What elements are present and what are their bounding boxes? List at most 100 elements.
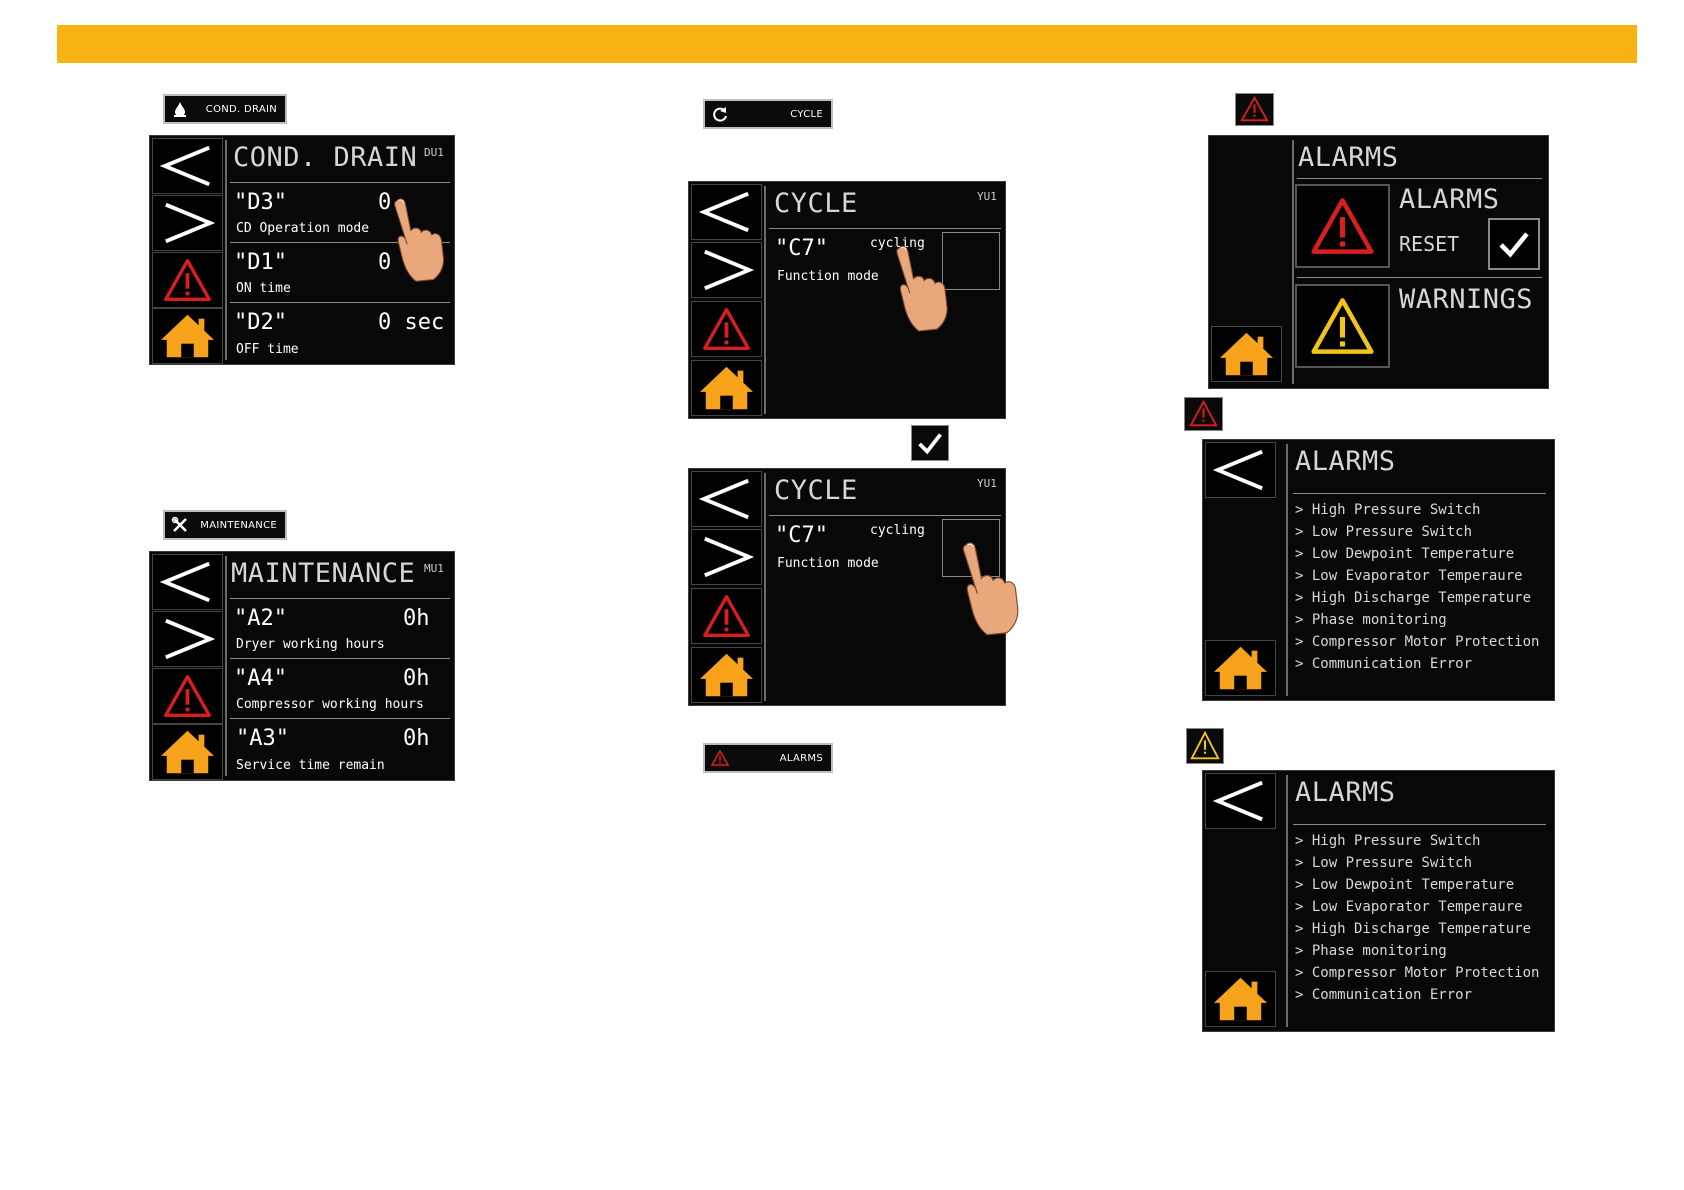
list-item[interactable]: > Low Evaporator Temperaure bbox=[1295, 568, 1523, 584]
back-button[interactable] bbox=[1205, 442, 1276, 498]
pointing-hand-icon bbox=[890, 238, 962, 334]
param-desc: Compressor working hours bbox=[236, 697, 424, 712]
chevron-right-icon bbox=[692, 243, 761, 297]
param-value: 0h bbox=[403, 666, 430, 691]
chevron-right-icon bbox=[692, 530, 761, 584]
list-item[interactable]: > High Pressure Switch bbox=[1295, 502, 1481, 518]
checkmark-icon bbox=[911, 425, 949, 461]
param-desc: Function mode bbox=[777, 556, 879, 571]
divider bbox=[769, 228, 1001, 229]
divider bbox=[230, 598, 450, 599]
chevron-left-icon bbox=[692, 185, 761, 239]
param-code: "A2" bbox=[234, 606, 287, 631]
param-value[interactable]: 0 sec bbox=[378, 310, 445, 335]
alarm-button[interactable] bbox=[691, 588, 762, 644]
list-item[interactable]: > Communication Error bbox=[1295, 656, 1473, 672]
param-desc: Function mode bbox=[777, 269, 879, 284]
list-item[interactable]: > Low Dewpoint Temperature bbox=[1295, 877, 1515, 893]
screen-title: ALARMS bbox=[1295, 777, 1396, 808]
screen-title: CYCLE bbox=[774, 475, 858, 506]
param-desc: Dryer working hours bbox=[236, 637, 385, 652]
list-item[interactable]: > Low Pressure Switch bbox=[1295, 524, 1473, 540]
chevron-left-icon bbox=[153, 555, 222, 609]
warning-icon bbox=[1297, 286, 1388, 366]
forward-button[interactable] bbox=[691, 529, 762, 585]
alarm-icon bbox=[692, 302, 761, 356]
divider bbox=[1293, 493, 1546, 494]
list-item[interactable]: > Low Evaporator Temperaure bbox=[1295, 899, 1523, 915]
list-item[interactable]: > Phase monitoring bbox=[1295, 943, 1447, 959]
forward-button[interactable] bbox=[152, 611, 223, 667]
maintenance-button-label: MAINTENANCE bbox=[200, 520, 277, 531]
screen-title: ALARMS bbox=[1298, 142, 1399, 173]
divider bbox=[225, 556, 227, 776]
alarm-button[interactable] bbox=[152, 668, 223, 724]
alarm-button[interactable] bbox=[691, 301, 762, 357]
forward-button[interactable] bbox=[691, 242, 762, 298]
divider bbox=[1286, 775, 1288, 1027]
list-item[interactable]: > High Discharge Temperature bbox=[1295, 590, 1532, 606]
water-drop-icon bbox=[171, 100, 189, 118]
toggle-box[interactable] bbox=[942, 519, 1000, 577]
list-item[interactable]: > Compressor Motor Protection bbox=[1295, 965, 1540, 981]
cycle-screen: CYCLE YU1 "C7" Function mode cycling bbox=[688, 181, 1006, 419]
forward-button[interactable] bbox=[152, 195, 223, 251]
list-item[interactable]: > High Discharge Temperature bbox=[1295, 921, 1532, 937]
cycle-button[interactable]: CYCLE bbox=[703, 99, 833, 129]
warnings-tile-label: WARNINGS bbox=[1399, 284, 1534, 315]
list-item[interactable]: > Communication Error bbox=[1295, 987, 1473, 1003]
back-button[interactable] bbox=[152, 554, 223, 610]
warnings-tile[interactable] bbox=[1295, 284, 1390, 368]
list-item[interactable]: > Low Dewpoint Temperature bbox=[1295, 546, 1515, 562]
param-code: "D3" bbox=[234, 190, 287, 215]
divider bbox=[230, 302, 450, 303]
header-accent-bar bbox=[57, 25, 1637, 63]
param-code: "C7" bbox=[775, 236, 828, 261]
list-item[interactable]: > Phase monitoring bbox=[1295, 612, 1447, 628]
divider bbox=[764, 186, 766, 414]
list-item[interactable]: > Compressor Motor Protection bbox=[1295, 634, 1540, 650]
chevron-left-icon bbox=[692, 472, 761, 526]
alarm-icon bbox=[1235, 93, 1274, 126]
reset-button[interactable] bbox=[1488, 218, 1540, 270]
param-desc: Service time remain bbox=[236, 758, 385, 773]
list-item[interactable]: > Low Pressure Switch bbox=[1295, 855, 1473, 871]
warning-icon bbox=[1186, 728, 1224, 764]
home-button[interactable] bbox=[691, 360, 762, 416]
divider bbox=[1293, 824, 1546, 825]
back-button[interactable] bbox=[152, 138, 223, 194]
chevron-right-icon bbox=[153, 196, 222, 250]
cond-drain-button[interactable]: COND. DRAIN bbox=[163, 94, 287, 124]
back-button[interactable] bbox=[1205, 773, 1276, 829]
home-button[interactable] bbox=[152, 308, 223, 364]
alarm-icon bbox=[1297, 186, 1388, 266]
tools-icon bbox=[171, 516, 189, 534]
chevron-left-icon bbox=[153, 139, 222, 193]
param-value[interactable]: 0 bbox=[378, 190, 392, 215]
maintenance-button[interactable]: MAINTENANCE bbox=[163, 510, 287, 540]
home-icon bbox=[153, 309, 222, 363]
alarm-list-screen: ALARMS > High Pressure Switch > Low Pres… bbox=[1202, 439, 1555, 701]
alarm-icon bbox=[153, 253, 222, 307]
divider bbox=[230, 182, 450, 183]
list-item[interactable]: > High Pressure Switch bbox=[1295, 833, 1481, 849]
back-button[interactable] bbox=[691, 184, 762, 240]
param-code: "A4" bbox=[234, 666, 287, 691]
param-code: "A3" bbox=[236, 726, 289, 751]
cycle-screen-confirmed: CYCLE YU1 "C7" Function mode cycling bbox=[688, 468, 1006, 706]
home-button[interactable] bbox=[1205, 640, 1276, 696]
alarms-button-label: ALARMS bbox=[779, 753, 823, 764]
alarm-button[interactable] bbox=[152, 252, 223, 308]
param-desc: OFF time bbox=[236, 342, 299, 357]
alarms-tile[interactable] bbox=[1295, 184, 1390, 268]
toggle-box[interactable] bbox=[942, 232, 1000, 290]
back-button[interactable] bbox=[691, 471, 762, 527]
param-code: "D1" bbox=[234, 250, 287, 275]
home-button[interactable] bbox=[1211, 326, 1282, 382]
home-button[interactable] bbox=[152, 724, 223, 780]
alarms-button[interactable]: ALARMS bbox=[703, 743, 833, 773]
alarm-list: > High Pressure Switch > Low Pressure Sw… bbox=[1295, 499, 1539, 675]
home-button[interactable] bbox=[1205, 971, 1276, 1027]
divider bbox=[230, 242, 450, 243]
home-button[interactable] bbox=[691, 647, 762, 703]
